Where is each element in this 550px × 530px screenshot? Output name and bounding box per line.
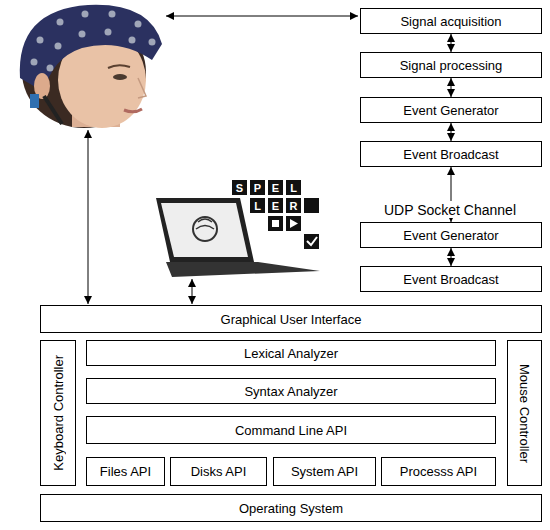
nose (138, 78, 146, 98)
speller-tile (304, 198, 319, 213)
electrode (47, 65, 54, 72)
double-arrow-connector (451, 34, 452, 52)
process-box: Event Generator (360, 97, 542, 123)
channel-label: UDP Socket Channel (372, 201, 528, 218)
electrode (105, 29, 112, 36)
node-label: Keyboard Controller (51, 355, 66, 471)
eeg-head-illustration (20, 5, 162, 128)
node-label: Processs API (400, 464, 477, 479)
process-box: Event Generator (360, 222, 542, 248)
play-symbol (290, 219, 298, 228)
node-label: Signal acquisition (400, 14, 501, 29)
speller-letter: P (250, 180, 265, 195)
electrode (135, 21, 142, 28)
node-label: Command Line API (235, 423, 347, 438)
layer-band: Operating System (40, 494, 542, 522)
speller-letter: L (250, 198, 265, 213)
double-arrow-connector (451, 123, 452, 141)
api-box: System API (273, 457, 376, 486)
node-label: Lexical Analyzer (244, 346, 338, 361)
double-arrow-connector (451, 248, 452, 266)
electrode (109, 11, 116, 18)
node-label: Disks API (191, 464, 247, 479)
speller-tile (268, 216, 283, 231)
node-label: Syntax Analyzer (244, 384, 337, 399)
side-band: Keyboard Controller (40, 340, 76, 486)
speller-icons (268, 198, 319, 249)
node-label: Event Generator (403, 228, 498, 243)
head-gui-arrow (88, 130, 89, 304)
speller-tile (286, 216, 301, 231)
stop-symbol (272, 220, 279, 227)
laptop-screen (161, 203, 248, 257)
laptop-base (166, 262, 320, 277)
side-band: Mouse Controller (507, 340, 542, 486)
node-label: Mouse Controller (517, 364, 532, 463)
layer-band: Lexical Analyzer (86, 340, 496, 366)
speller-letter: E (268, 180, 283, 195)
process-box: Signal acquisition (360, 8, 542, 34)
speller-tile (304, 234, 319, 249)
api-box: Disks API (170, 457, 267, 486)
check-symbol (307, 237, 317, 245)
process-box: Signal processing (360, 52, 542, 78)
eyebrow (108, 65, 130, 68)
node-label: Graphical User Interface (221, 312, 362, 327)
speller-letter: E (268, 198, 283, 213)
layer-band: Graphical User Interface (40, 305, 542, 333)
electrode (31, 59, 38, 66)
layer-band: Command Line API (86, 416, 496, 444)
layer-band: Syntax Analyzer (86, 378, 496, 404)
chin-strap (44, 96, 62, 124)
api-box: Files API (86, 457, 165, 486)
process-box: Event Broadcast (360, 141, 542, 167)
ear-clip (30, 94, 39, 108)
head-acquisition-arrow (166, 16, 358, 17)
speller-letter: S (232, 180, 247, 195)
node-label: Event Broadcast (403, 272, 498, 287)
node-label: Event Broadcast (403, 147, 498, 162)
electrode (37, 37, 44, 44)
laptop-illustration (156, 198, 320, 277)
double-arrow-connector (451, 78, 452, 97)
electrode (79, 31, 86, 38)
electrodes (31, 11, 156, 72)
speller-letter: R (286, 198, 301, 213)
node-label: Operating System (239, 501, 343, 516)
electrode (55, 43, 62, 50)
api-box: Processs API (381, 457, 496, 486)
screen-head-icon (193, 217, 217, 241)
eye (113, 74, 127, 80)
lips (124, 109, 142, 112)
node-label: System API (291, 464, 358, 479)
node-label: Event Generator (403, 103, 498, 118)
screen-head-detail (196, 219, 214, 229)
speller-letter: L (286, 180, 301, 195)
electrode (57, 19, 64, 26)
node-label: Files API (100, 464, 151, 479)
electrode (149, 39, 156, 46)
node-label: Signal processing (400, 58, 503, 73)
process-box: Event Broadcast (360, 266, 542, 292)
electrode (129, 37, 136, 44)
laptop-gui-arrow (192, 279, 193, 304)
laptop-screen-frame (156, 198, 254, 262)
electrode (82, 11, 89, 18)
